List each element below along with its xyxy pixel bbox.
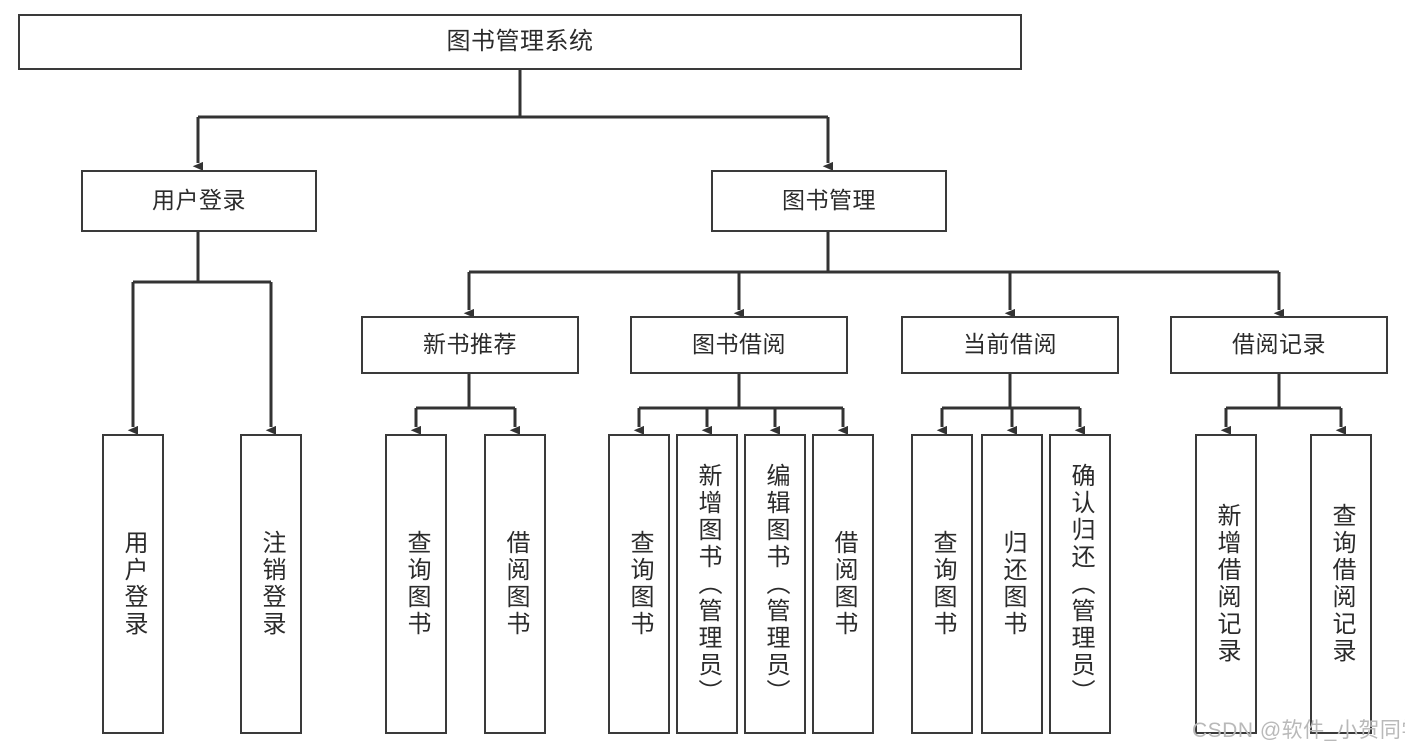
node-label: 新书推荐 — [423, 331, 517, 358]
node-label: 查询图书 — [626, 530, 653, 638]
node-label: 借阅图书 — [502, 530, 529, 638]
node-leaf-borrow-book-recommend[interactable]: 借阅图书 — [484, 434, 546, 734]
node-label: 借阅记录 — [1232, 331, 1326, 358]
node-label: 借阅图书 — [830, 530, 857, 638]
node-leaf-query-book-current[interactable]: 查询图书 — [911, 434, 973, 734]
node-label: 归还图书 — [999, 530, 1026, 638]
node-new-book-recommend[interactable]: 新书推荐 — [361, 316, 579, 374]
node-label: 注销登录 — [258, 530, 285, 638]
node-book-management[interactable]: 图书管理 — [711, 170, 947, 232]
node-label: 确认归还（管理员） — [1067, 462, 1094, 706]
node-leaf-query-book-recommend[interactable]: 查询图书 — [385, 434, 447, 734]
node-leaf-add-book-admin[interactable]: 新增图书（管理员） — [676, 434, 738, 734]
node-user-login[interactable]: 用户登录 — [81, 170, 317, 232]
node-label: 查询图书 — [403, 530, 430, 638]
node-leaf-query-book-borrow[interactable]: 查询图书 — [608, 434, 670, 734]
node-label: 新增图书（管理员） — [694, 462, 721, 706]
node-book-borrow[interactable]: 图书借阅 — [630, 316, 848, 374]
node-label: 当前借阅 — [963, 331, 1057, 358]
node-label: 新增借阅记录 — [1213, 503, 1240, 665]
node-label: 用户登录 — [152, 187, 246, 214]
node-root-system[interactable]: 图书管理系统 — [18, 14, 1022, 70]
node-current-borrow[interactable]: 当前借阅 — [901, 316, 1119, 374]
node-leaf-confirm-return-admin[interactable]: 确认归还（管理员） — [1049, 434, 1111, 734]
node-label: 用户登录 — [120, 530, 147, 638]
node-leaf-edit-book-admin[interactable]: 编辑图书（管理员） — [744, 434, 806, 734]
node-label: 图书管理 — [782, 187, 876, 214]
node-leaf-user-login[interactable]: 用户登录 — [102, 434, 164, 734]
node-borrow-record[interactable]: 借阅记录 — [1170, 316, 1388, 374]
node-leaf-logout[interactable]: 注销登录 — [240, 434, 302, 734]
node-label: 图书借阅 — [692, 331, 786, 358]
node-leaf-borrow-book[interactable]: 借阅图书 — [812, 434, 874, 734]
node-leaf-query-borrow-record[interactable]: 查询借阅记录 — [1310, 434, 1372, 734]
node-label: 查询借阅记录 — [1328, 503, 1355, 665]
node-label: 编辑图书（管理员） — [762, 462, 789, 706]
node-label: 图书管理系统 — [446, 27, 594, 55]
node-leaf-add-borrow-record[interactable]: 新增借阅记录 — [1195, 434, 1257, 734]
node-label: 查询图书 — [929, 530, 956, 638]
node-leaf-return-book[interactable]: 归还图书 — [981, 434, 1043, 734]
